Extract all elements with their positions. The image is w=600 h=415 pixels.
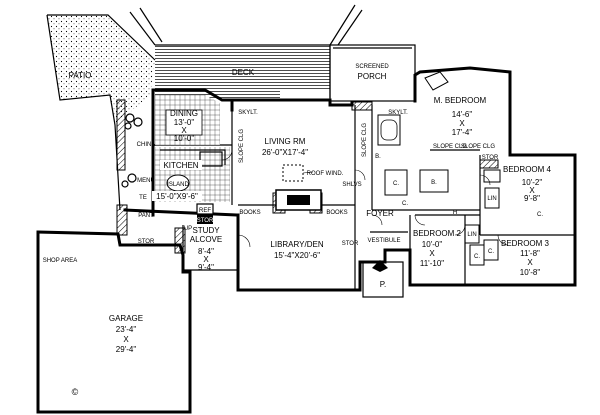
skylt-label-living: SKYLT.: [238, 110, 258, 116]
study-width: 8'-4": [198, 247, 214, 256]
master-depth: 17'-4": [452, 128, 473, 137]
garage-depth: 29'-4": [116, 345, 137, 354]
living-label: LIVING RM: [265, 137, 306, 146]
hall: H LIN LIN: [453, 187, 500, 244]
study-label-1: STUDY: [192, 226, 220, 235]
slope-clg-master-2: SLOPE CLG: [461, 144, 495, 150]
stor-label-bed4: STOR: [482, 155, 499, 161]
vestibule-label: VESTIBULE: [367, 238, 400, 244]
kitchen-size: 15'-0"X9'-6": [156, 192, 198, 201]
bed4-label: BEDROOM 4: [503, 165, 552, 174]
c-bed2-closet: C.: [474, 254, 480, 260]
door-swings: [221, 149, 509, 248]
up-label: UP: [184, 226, 192, 232]
dining-width: 13'-0": [174, 118, 195, 127]
te-label: TE: [139, 195, 147, 201]
bed4-width: 10'-2": [522, 178, 543, 187]
dining-x: X: [181, 126, 187, 135]
master-label: M. BEDROOM: [434, 96, 487, 105]
books-label-1: BOOKS: [239, 210, 260, 216]
stor-ref-label: STOR: [197, 218, 214, 224]
c-foyer-label: C.: [402, 201, 408, 207]
garage-width: 23'-4": [116, 325, 137, 334]
bed2-width: 10'-0": [422, 240, 443, 249]
dining-depth: 10'-0": [174, 134, 195, 143]
living-room: LIVING RM 26'-0"X17'-4" ROOF WIND. SLOPE…: [236, 110, 362, 216]
dining-room: DINING 13'-0" X 10'-0": [121, 95, 220, 188]
living-size: 26'-0"X17'-4": [262, 148, 308, 157]
porch-label-2: PORCH: [358, 72, 387, 81]
books-label-2: BOOKS: [326, 210, 347, 216]
china-label: CHINA: [137, 142, 156, 148]
front-porch-label: P.: [380, 280, 387, 289]
c-bed4-closet: C.: [537, 212, 543, 218]
study-alcove: STUDY ALCOVE 8'-4" X 9'-4" UP: [184, 226, 222, 272]
slope-clg-living: SLOPE CLG: [239, 129, 245, 163]
bed4-depth: 9'-8": [524, 194, 540, 203]
roof-window-label: ROOF WIND.: [307, 171, 344, 177]
refrigerator: REF STOR: [196, 203, 214, 224]
porch-label-1: SCREENED: [355, 64, 389, 70]
study-depth: 9'-4": [198, 263, 214, 272]
dining-label: DINING: [170, 109, 198, 118]
shlvs-label: SHLVS: [342, 182, 361, 188]
bath-label-2: B.: [431, 180, 437, 186]
bedroom-3: BEDROOM 3 11'-8" X 10'-8" C.: [483, 239, 550, 277]
study-x: X: [203, 255, 209, 264]
lin-label-1: LIN: [467, 232, 476, 238]
ref-label: REF: [199, 208, 211, 214]
slope-clg-bath: SLOPE CLG: [362, 123, 368, 157]
bath-label-1: B.: [375, 154, 381, 160]
copyright-mark: ©: [72, 387, 79, 397]
shop-area-label: SHOP AREA: [43, 258, 78, 264]
garage-label: GARAGE: [109, 314, 143, 323]
bed2-x: X: [429, 249, 435, 258]
island-label: ISLAND: [167, 182, 189, 188]
study-label-2: ALCOVE: [190, 235, 222, 244]
bed4-x: X: [529, 186, 535, 195]
pant-label: PANT: [138, 213, 154, 219]
lin-label-2: LIN: [487, 196, 496, 202]
master-width: 14'-6": [452, 110, 473, 119]
foyer-area: FOYER VESTIBULE P. C.: [362, 201, 408, 298]
garage-x: X: [123, 335, 129, 344]
deck-label: DECK: [232, 68, 255, 77]
garage: SHOP AREA GARAGE 23'-4" X 29'-4" ©: [36, 230, 192, 414]
library-den: LIBRARY/DEN 15'-4"X20'-6" STOR: [270, 240, 359, 260]
stor-label-library: STOR: [342, 241, 359, 247]
slope-clg-master-1: SLOPE CLG: [433, 144, 467, 150]
bed3-label: BEDROOM 3: [501, 239, 550, 248]
kitchen: KITCHEN ISLAND 15'-0"X9'-6" CHINA MENU P…: [137, 142, 230, 245]
patio-label: PATIO: [69, 71, 92, 80]
patio: PATIO: [46, 14, 156, 211]
master-bedroom: M. BEDROOM 14'-6" X 17'-4" SLOPE CLG SLO…: [424, 71, 495, 150]
bed3-x: X: [527, 258, 533, 267]
master-x: X: [459, 119, 465, 128]
foyer-label: FOYER: [366, 209, 394, 218]
kitchen-label: KITCHEN: [163, 161, 198, 170]
c-master-closet: C.: [393, 181, 399, 187]
bed2-label: BEDROOM 2: [413, 229, 462, 238]
stor-label-kitchen: STOR: [138, 239, 155, 245]
skylt-label-bath: SKYLT.: [388, 110, 408, 116]
hall-label: H: [453, 210, 457, 216]
c-bed3-closet: C.: [488, 249, 494, 255]
master-bath: B. SKYLT. SLOPE CLG C. B.: [362, 110, 449, 196]
deck: DECK: [129, 4, 363, 98]
bed3-depth: 10'-8": [520, 268, 541, 277]
screened-porch: SCREENED PORCH: [329, 44, 416, 102]
library-label: LIBRARY/DEN: [270, 240, 323, 249]
bed3-width: 11'-8": [520, 249, 540, 258]
library-size: 15'-4"X20'-6": [274, 251, 320, 260]
bed2-depth: 11'-10": [420, 259, 444, 268]
exterior-walls: [123, 66, 577, 292]
menu-label: MENU: [137, 178, 155, 184]
